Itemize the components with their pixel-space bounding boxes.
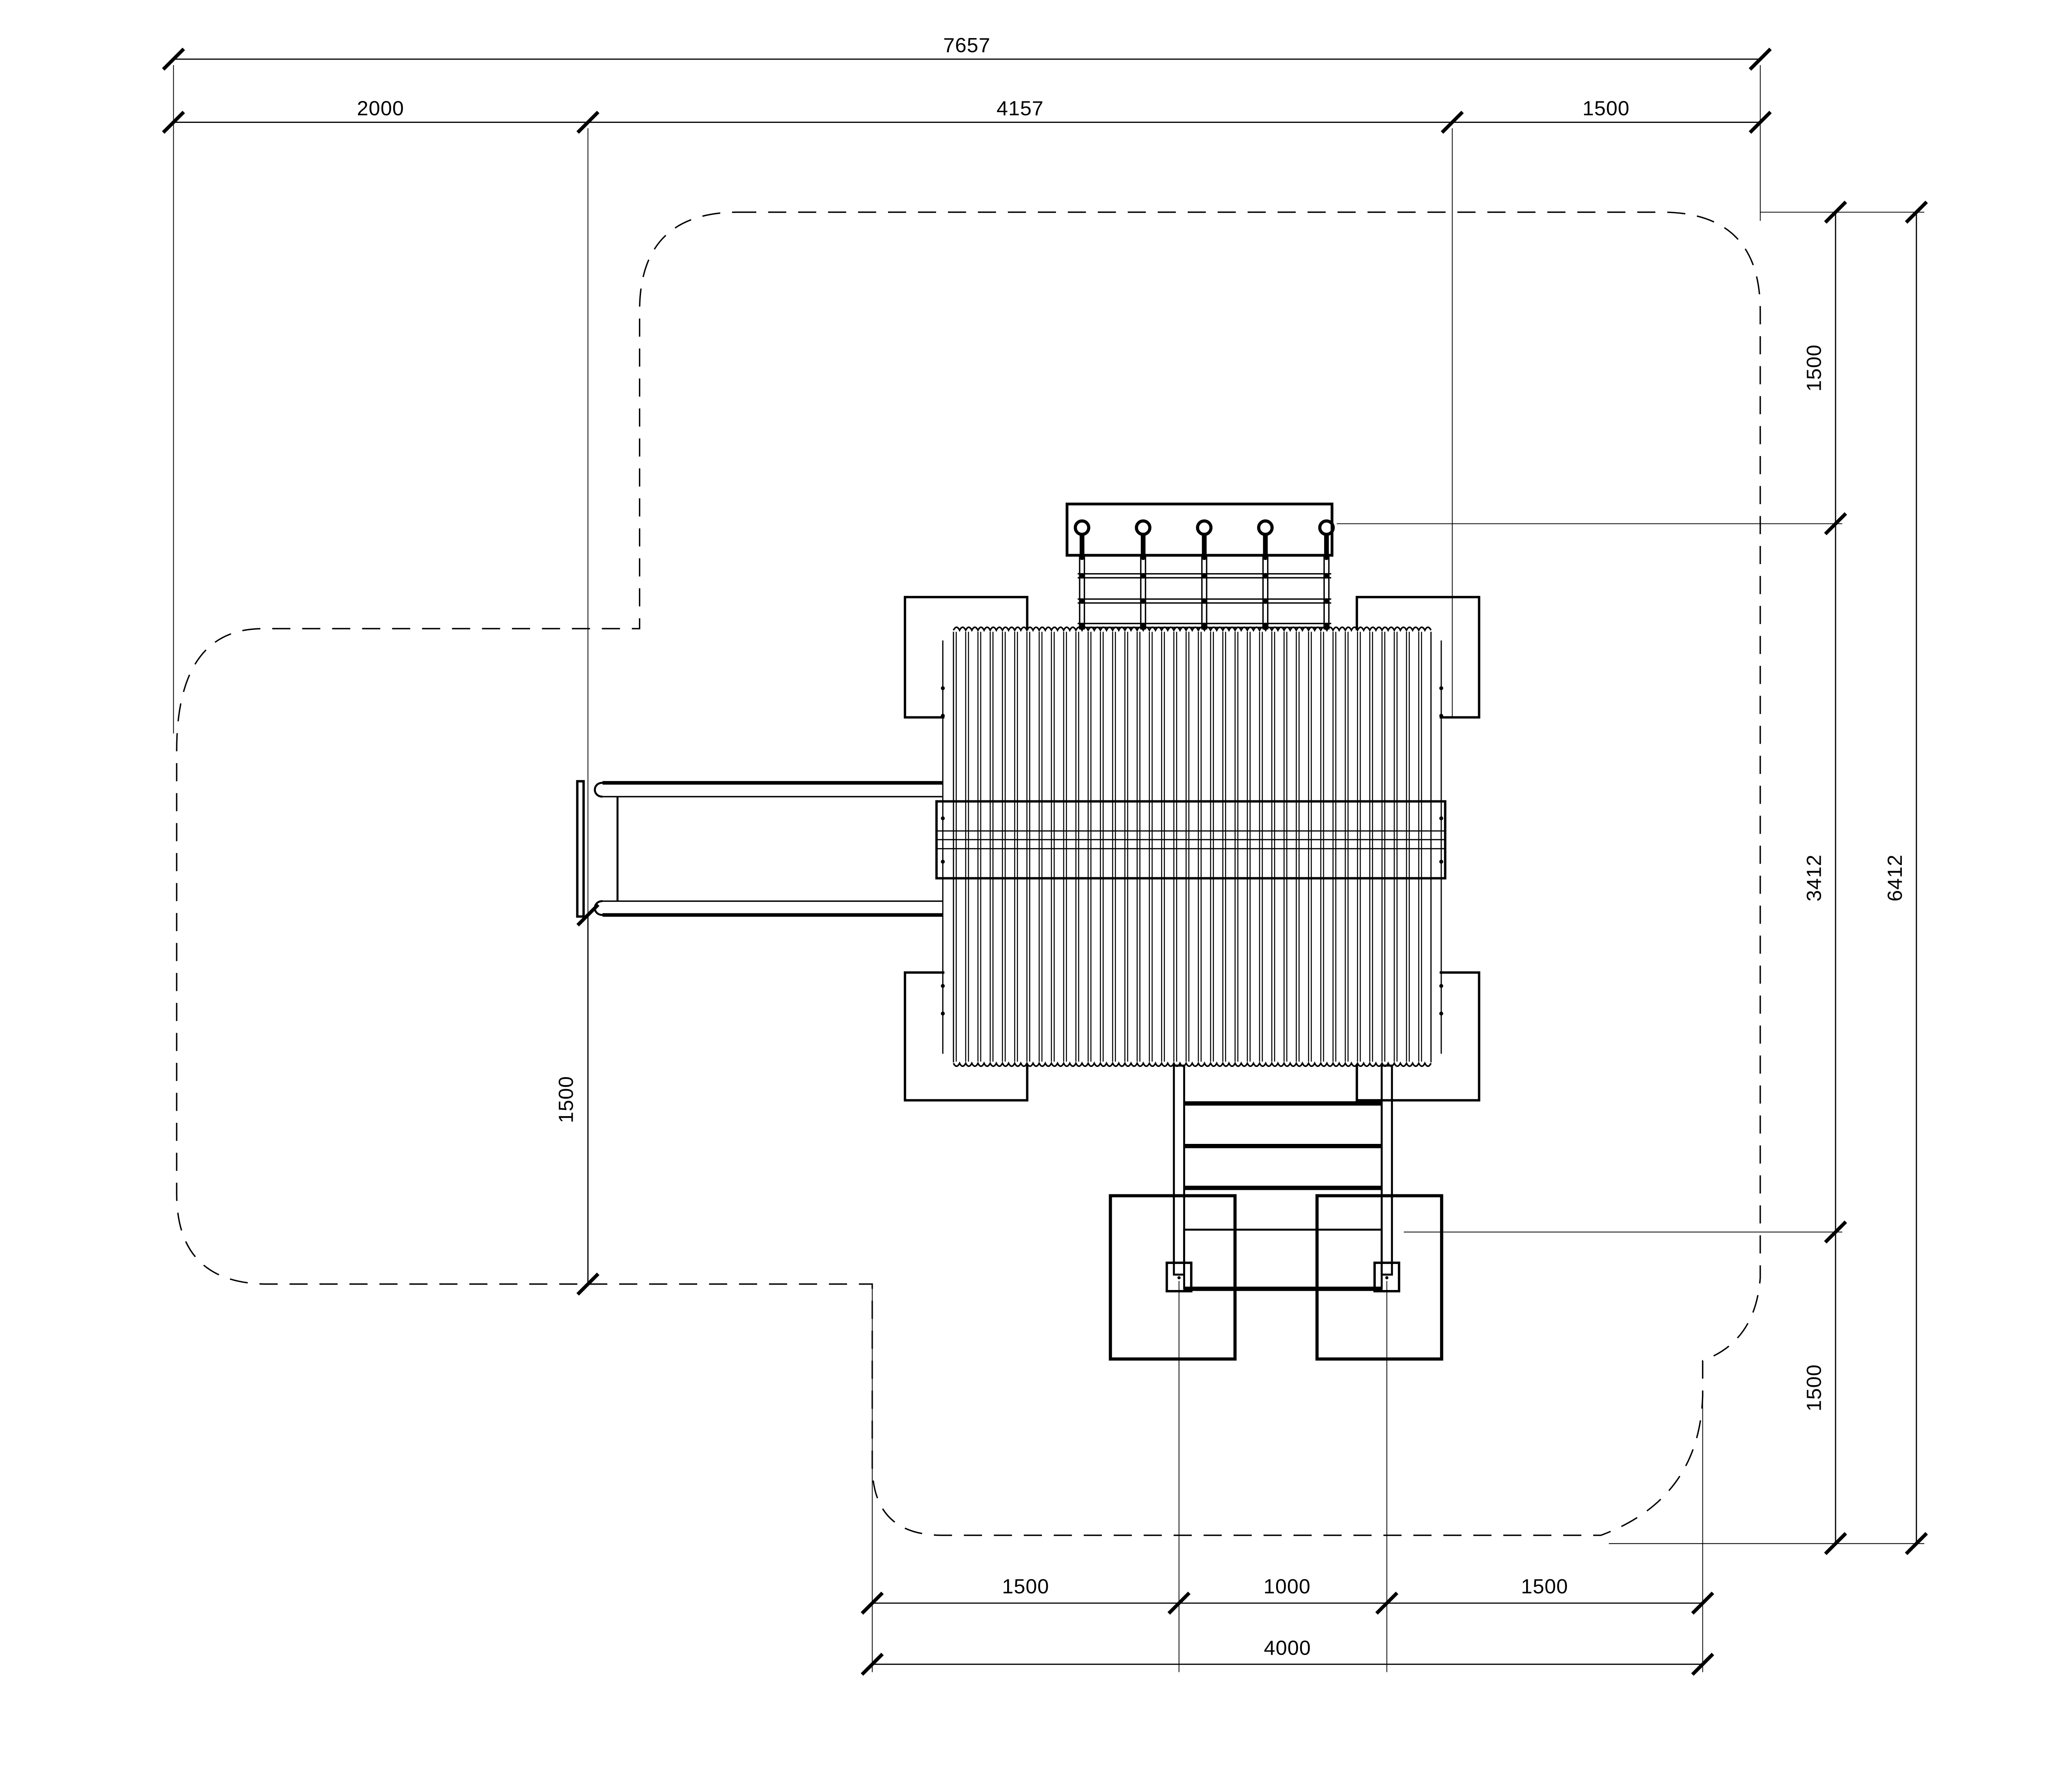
safety-zone-boundary: [176, 211, 1761, 1536]
ladder-post-center-left: [1177, 1276, 1181, 1280]
dim-label-top-seg-1: 2000: [357, 96, 404, 120]
ladder: [1109, 1064, 1443, 1361]
dim-label-top-total: 7657: [943, 34, 991, 57]
net-ropes-and-rungs: [1073, 519, 1335, 630]
ladder-pad-right: [1315, 1194, 1443, 1361]
deck-plank-ends: [953, 626, 1432, 1067]
ladder-rail-left: [1173, 1064, 1186, 1276]
dim-label-bottom-seg-3: 1500: [1521, 1575, 1568, 1598]
dimension-ticks: [162, 48, 1928, 1676]
ladder-rungs: [1184, 1101, 1382, 1190]
ladder-bottom-beam: [1183, 1228, 1383, 1290]
dim-label-bottom-seg-1: 1500: [1002, 1575, 1049, 1598]
platform-deck: [935, 626, 1447, 1067]
extension-lines: [173, 65, 1925, 1672]
ladder-rail-right: [1380, 1064, 1393, 1276]
deck-edge-bolts: [941, 686, 1443, 1016]
ladder-pad-left: [1109, 1194, 1237, 1361]
slide: [576, 780, 943, 918]
climbing-net: [1066, 502, 1335, 630]
dim-label-top-seg-2: 4157: [996, 96, 1044, 120]
slide-end-plate: [576, 780, 585, 918]
dimension-labels: 7657 2000 4157 1500 1500 3412 1500 6412 …: [357, 34, 1906, 1660]
dim-label-bottom-seg-2: 1000: [1263, 1575, 1311, 1598]
deck-middle-beam: [935, 800, 1447, 880]
dim-label-left: 1500: [554, 1076, 578, 1123]
net-top-board: [1066, 502, 1334, 557]
ladder-post-center-right: [1385, 1276, 1389, 1280]
dim-label-right-seg-3: 1500: [1803, 1364, 1826, 1411]
playground-plan-drawing: 7657 2000 4157 1500 1500 3412 1500 6412 …: [162, 33, 1928, 1676]
drawing-page: 7657 2000 4157 1500 1500 3412 1500 6412 …: [162, 33, 1928, 1676]
deck-planks: [953, 632, 1432, 1062]
slide-rail-top-endcap: [594, 782, 603, 798]
dim-label-top-seg-3: 1500: [1582, 96, 1630, 120]
dim-label-right-seg-1: 1500: [1803, 344, 1826, 392]
dim-label-bottom-total: 4000: [1264, 1636, 1311, 1659]
dimension-lines: [173, 58, 1917, 1665]
playground-structure: [576, 502, 1481, 1361]
dim-label-right-total: 6412: [1883, 854, 1906, 901]
dim-label-right-seg-2: 3412: [1803, 854, 1826, 901]
